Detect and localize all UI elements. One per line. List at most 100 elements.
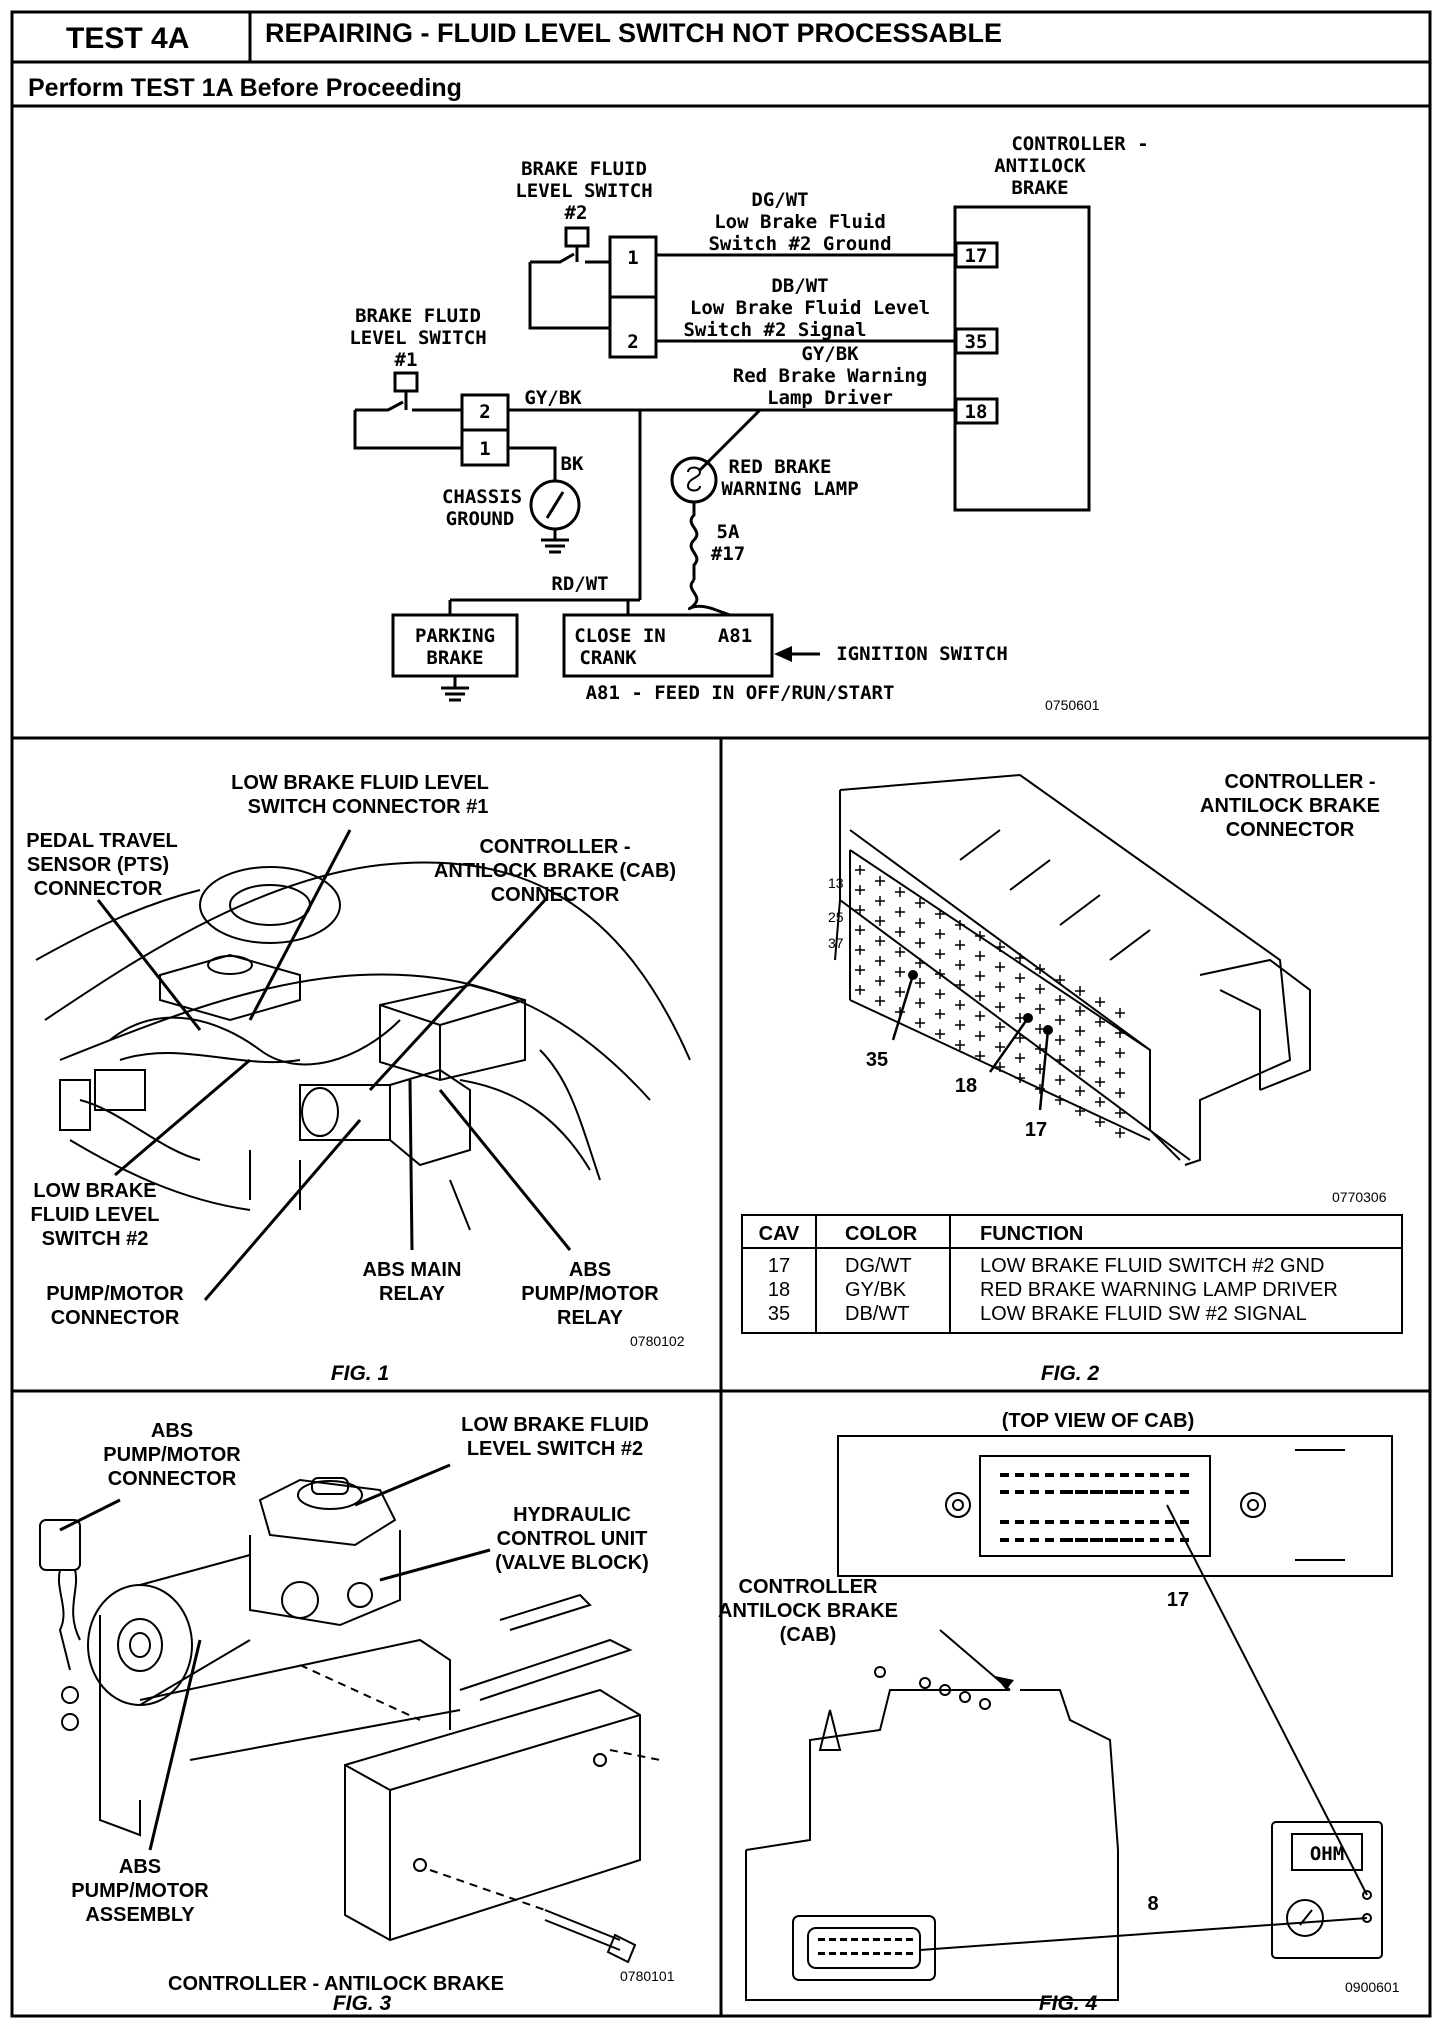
fig3-label-asm-3: ASSEMBLY <box>85 1904 195 1926</box>
connector-pin-slot <box>1030 1538 1039 1542</box>
connector-cavity <box>975 931 985 941</box>
connector-pin-slot <box>1000 1490 1009 1494</box>
connector-pin-slot <box>1090 1490 1103 1494</box>
connector-cavity <box>955 960 965 970</box>
connector-pin-slot <box>1105 1520 1114 1524</box>
pin-35: 35 <box>965 331 988 353</box>
connector-pin-slot <box>1030 1473 1039 1477</box>
switch2-label-3: #2 <box>565 202 588 224</box>
connector-cavity <box>1055 995 1065 1005</box>
chassis-ground-1: CHASSIS <box>442 486 522 508</box>
connector-pin-slot <box>1150 1473 1159 1477</box>
connector-cavity <box>1055 1035 1065 1045</box>
fig2-pin-table <box>741 1214 1403 1334</box>
a81-label: A81 <box>718 625 752 647</box>
fig1-caption: FIG. 1 <box>331 1362 389 1385</box>
connector-cavity <box>1075 1106 1085 1116</box>
fig4-cab-label-2: ANTILOCK BRAKE <box>718 1600 898 1622</box>
connector-cavity <box>895 967 905 977</box>
connector-cavity <box>875 876 885 886</box>
connector-cavity <box>935 969 945 979</box>
connector-pin-slot <box>1150 1490 1159 1494</box>
connector-pin-slot <box>1120 1538 1133 1542</box>
connector-cavity <box>975 971 985 981</box>
fig1-label-cab-3: CONNECTOR <box>491 884 620 906</box>
connector-pin-slot <box>1075 1473 1084 1477</box>
fig3-label-cab: CONTROLLER - ANTILOCK BRAKE <box>168 1973 504 1995</box>
close-in-1: CLOSE IN <box>574 625 666 647</box>
fig1-label-relay-1: ABS MAIN <box>363 1259 462 1281</box>
connector-cavity <box>935 949 945 959</box>
connector-cavity <box>1115 1008 1125 1018</box>
fig4-pin-8: 8 <box>1147 1893 1158 1915</box>
fig3-label-sw2-2: LEVEL SWITCH #2 <box>467 1438 643 1460</box>
connector-cavity <box>915 938 925 948</box>
feed-label: A81 - FEED IN OFF/RUN/START <box>586 682 895 704</box>
table-row-2-color: GY/BK <box>845 1279 907 1301</box>
connector-pin-slot <box>884 1938 891 1941</box>
connector-cavity <box>1115 1108 1125 1118</box>
connector-cavity <box>995 942 1005 952</box>
connector-pin-slot <box>1030 1520 1039 1524</box>
fig2-callout-18: 18 <box>955 1075 977 1097</box>
connector-pin-slot <box>1000 1538 1009 1542</box>
connector-cavity <box>855 945 865 955</box>
fig3-label-hcu-3: (VALVE BLOCK) <box>495 1552 649 1574</box>
fuse-number: #17 <box>711 543 745 565</box>
switch1-label-3: #1 <box>395 349 418 371</box>
connector-pin-slot <box>1120 1490 1133 1494</box>
connector-cavity <box>1055 975 1065 985</box>
fig2-caption: FIG. 2 <box>1041 1362 1100 1385</box>
connector-pin-slot <box>1060 1520 1069 1524</box>
fig1-label-conn1-1: LOW BRAKE FLUID LEVEL <box>231 772 489 794</box>
connector-cavity <box>955 980 965 990</box>
connector-cavity <box>1015 953 1025 963</box>
fig1-label-pumprelay-1: ABS <box>569 1259 611 1281</box>
connector-pin-slot <box>1060 1473 1069 1477</box>
connector-pin-slot <box>829 1938 836 1941</box>
fig1-label-pts-3: CONNECTOR <box>34 878 163 900</box>
connector-cavity <box>935 1029 945 1039</box>
fig1-label-cab-1: CONTROLLER - <box>479 836 630 858</box>
cab-title-1: CONTROLLER - <box>1011 133 1148 155</box>
connector-pin-slot <box>1015 1538 1024 1542</box>
connector-cavity <box>895 887 905 897</box>
connector-pin-slot <box>906 1938 913 1941</box>
connector-cavity <box>935 929 945 939</box>
ohmmeter <box>1271 1821 1383 1959</box>
fig3-pump-motor-assembly: ABS PUMP/MOTOR CONNECTOR LOW BRAKE FLUID… <box>39 1414 675 2015</box>
fig1-label-cab-2: ANTILOCK BRAKE (CAB) <box>434 860 676 882</box>
connector-cavity <box>1055 1075 1065 1085</box>
connector-pin-slot <box>1045 1490 1054 1494</box>
connector-pin-slot <box>895 1952 902 1955</box>
fig1-label-relay-2: RELAY <box>379 1283 446 1305</box>
fig1-engine-compartment: LOW BRAKE FLUID LEVEL SWITCH CONNECTOR #… <box>26 772 691 1385</box>
connector-pin-slot <box>1165 1520 1174 1524</box>
connector-cavity <box>975 1051 985 1061</box>
sw1-pin-1: 1 <box>479 438 490 460</box>
connector-cavity <box>995 982 1005 992</box>
connector-pin-slot <box>1000 1520 1009 1524</box>
fig2-cab-connector: CONTROLLER - ANTILOCK BRAKE CONNECTOR 35… <box>741 771 1403 1385</box>
connector-pin-slot <box>895 1938 902 1941</box>
connector-pin-slot <box>1180 1538 1189 1542</box>
connector-cavity <box>995 962 1005 972</box>
connector-cavity <box>1035 1044 1045 1054</box>
switch2-label-2: LEVEL SWITCH <box>515 180 652 202</box>
connector-cavity <box>855 885 865 895</box>
fig1-label-pts-1: PEDAL TRAVEL <box>26 830 178 852</box>
connector-pin-slot <box>1180 1490 1189 1494</box>
connector-cavity <box>1095 1097 1105 1107</box>
connector-pin-slot <box>1180 1520 1189 1524</box>
connector-pin-slot <box>840 1938 847 1941</box>
connector-cavity <box>955 1000 965 1010</box>
close-in-crank-box <box>562 613 774 678</box>
connector-pin-slot <box>1105 1473 1114 1477</box>
connector-pin-slot <box>1150 1538 1159 1542</box>
connector-cavity <box>1015 973 1025 983</box>
connector-cavity <box>915 898 925 908</box>
wire17-desc2: Switch #2 Ground <box>708 233 891 255</box>
table-header-color: COLOR <box>845 1223 918 1245</box>
fig1-label-pts-2: SENSOR (PTS) <box>27 854 169 876</box>
